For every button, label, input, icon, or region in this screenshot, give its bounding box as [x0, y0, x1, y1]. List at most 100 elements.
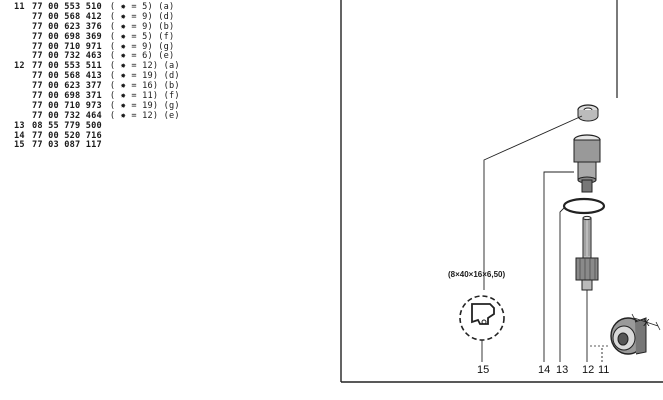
part-code: 77 00 553 510 — [32, 2, 102, 12]
part-code: 77 00 520 716 — [32, 130, 102, 141]
variant-letter: (a) — [163, 61, 180, 72]
parts-list-row: 77 00 710 971 ( ✸ = 9) (g) — [14, 41, 180, 53]
part-tooth-note: ( ✸ = 11) (f) — [109, 91, 180, 102]
leader-line-14 — [543, 171, 574, 362]
callout-12: 12 — [582, 364, 595, 376]
leader-line-13 — [559, 207, 565, 362]
part-code: 77 00 710 971 — [32, 41, 102, 52]
parts-list-row: 77 00 623 377 ( ✸ = 16) (b) — [14, 81, 180, 92]
part-code: 77 00 553 511 — [32, 61, 102, 72]
part-tooth-note: ( ✸ = 5) (a) — [109, 2, 175, 12]
part-group-number: 15 — [14, 140, 25, 151]
part-group-number: 11 — [14, 2, 25, 12]
tooth-count: 9 — [142, 41, 148, 52]
exploded-diagram — [340, 0, 663, 384]
variant-letter: (a) — [158, 2, 175, 12]
part-tooth-note: ( ✸ = 9) (b) — [109, 21, 175, 32]
gear-icon: ✸ — [120, 2, 126, 12]
o-ring-part — [562, 197, 606, 215]
gear-icon: ✸ — [120, 71, 126, 82]
parts-list-row: 77 00 698 371 ( ✸ = 11) (f) — [14, 91, 180, 102]
part-code: 77 00 710 973 — [32, 100, 102, 111]
parts-list-row: 77 00 568 413 ( ✸ = 19) (d) — [14, 71, 180, 82]
gear-icon: ✸ — [120, 21, 126, 32]
parts-list-row: 11 77 00 553 510 ( ✸ = 5) (a) — [14, 2, 180, 13]
part-tooth-note: ( ✸ = 5) (f) — [109, 31, 175, 42]
gear-icon: ✸ — [120, 110, 126, 121]
part-tooth-note: ( ✸ = 12) (e) — [109, 110, 180, 121]
parts-list-row: 77 00 568 412 ( ✸ = 9) (d) — [14, 11, 180, 23]
part-code: 77 00 568 412 — [32, 11, 102, 22]
variant-letter: (g) — [163, 100, 180, 111]
parts-list-row: 77 00 698 369 ( ✸ = 5) (f) — [14, 31, 180, 43]
part-tooth-note: ( ✸ = 19) (d) — [109, 71, 180, 82]
part-code: 77 00 623 376 — [32, 21, 102, 32]
x-axis-label: X — [643, 318, 650, 329]
part-tooth-note: ( ✸ = 16) (b) — [109, 81, 180, 92]
part-group-number: 13 — [14, 120, 25, 131]
part-tooth-note: ( ✸ = 12) (a) — [109, 61, 180, 72]
seal-dimension-label: (8×40×16×6,50) — [448, 270, 506, 279]
part-code: 77 00 698 371 — [32, 91, 102, 102]
gear-icon: ✸ — [120, 31, 126, 42]
gear-icon: ✸ — [120, 91, 126, 102]
seal-detail-part — [459, 295, 505, 341]
variant-letter: (d) — [163, 71, 180, 82]
part-code: 77 00 623 377 — [32, 81, 102, 92]
variant-letter: (e) — [158, 51, 175, 62]
gear-icon: ✸ — [120, 11, 126, 22]
diagram-drawing — [340, 0, 663, 383]
variant-letter: (f) — [158, 31, 175, 42]
tooth-count: 5 — [142, 2, 148, 12]
x-dimension-line — [633, 317, 659, 327]
part-tooth-note: ( ✸ = 19) (g) — [109, 100, 180, 111]
callout-11: 11 — [598, 364, 610, 376]
part-tooth-note: ( ✸ = 9) (g) — [109, 41, 175, 52]
part-code: 77 00 732 464 — [32, 110, 102, 121]
tooth-count: 19 — [142, 71, 153, 82]
gear-icon: ✸ — [120, 51, 126, 62]
variant-letter: (g) — [158, 41, 175, 52]
parts-list-row: 12 77 00 553 511 ( ✸ = 12) (a) — [14, 61, 180, 72]
tooth-count: 16 — [142, 81, 153, 92]
gear-shaft-part — [575, 215, 599, 291]
parts-list-row: 15 77 03 087 117 — [14, 141, 180, 151]
tooth-count: 12 — [142, 110, 153, 121]
tooth-count: 12 — [142, 61, 153, 72]
tooth-count: 11 — [142, 91, 153, 102]
part-group-number: 14 — [14, 130, 25, 141]
part-code: 77 00 568 413 — [32, 71, 102, 82]
part-group-number: 12 — [14, 61, 25, 72]
cap-part — [610, 317, 647, 355]
sleeve-part — [573, 134, 601, 193]
parts-list-row: 77 00 623 376 ( ✸ = 9) (b) — [14, 21, 180, 33]
bushing-part — [577, 104, 599, 122]
parts-list-row: 77 00 732 463( ✸ = 6) (e) — [14, 52, 180, 62]
part-code: 08 55 779 500 — [32, 120, 102, 131]
callout-13: 13 — [556, 364, 569, 376]
gear-icon: ✸ — [120, 41, 126, 52]
callout-15: 15 — [477, 364, 490, 376]
tooth-count: 9 — [142, 21, 148, 32]
gear-icon: ✸ — [120, 61, 126, 72]
variant-letter: (d) — [158, 11, 175, 22]
variant-letter: (b) — [158, 21, 175, 32]
tooth-count: 6 — [142, 51, 148, 62]
part-tooth-note: ( ✸ = 9) (d) — [109, 11, 175, 22]
leader-line-15 — [483, 115, 583, 290]
tooth-count: 19 — [142, 100, 153, 111]
part-code: 77 00 732 463 — [32, 51, 102, 62]
gear-icon: ✸ — [120, 81, 126, 92]
tooth-count: 9 — [142, 11, 148, 22]
variant-letter: (b) — [163, 81, 180, 92]
gear-icon: ✸ — [120, 100, 126, 111]
parts-list-row: 13 08 55 779 500 — [14, 120, 180, 132]
parts-list-row: 77 00 710 973 ( ✸ = 19) (g) — [14, 100, 180, 112]
part-code: 77 00 698 369 — [32, 31, 102, 42]
variant-letter: (e) — [163, 110, 180, 121]
parts-list-row: 77 00 732 464 ( ✸ = 12) (e) — [14, 110, 180, 122]
part-code: 77 03 087 117 — [32, 140, 102, 151]
variant-letter: (f) — [163, 91, 180, 102]
callout-14: 14 — [538, 364, 551, 376]
